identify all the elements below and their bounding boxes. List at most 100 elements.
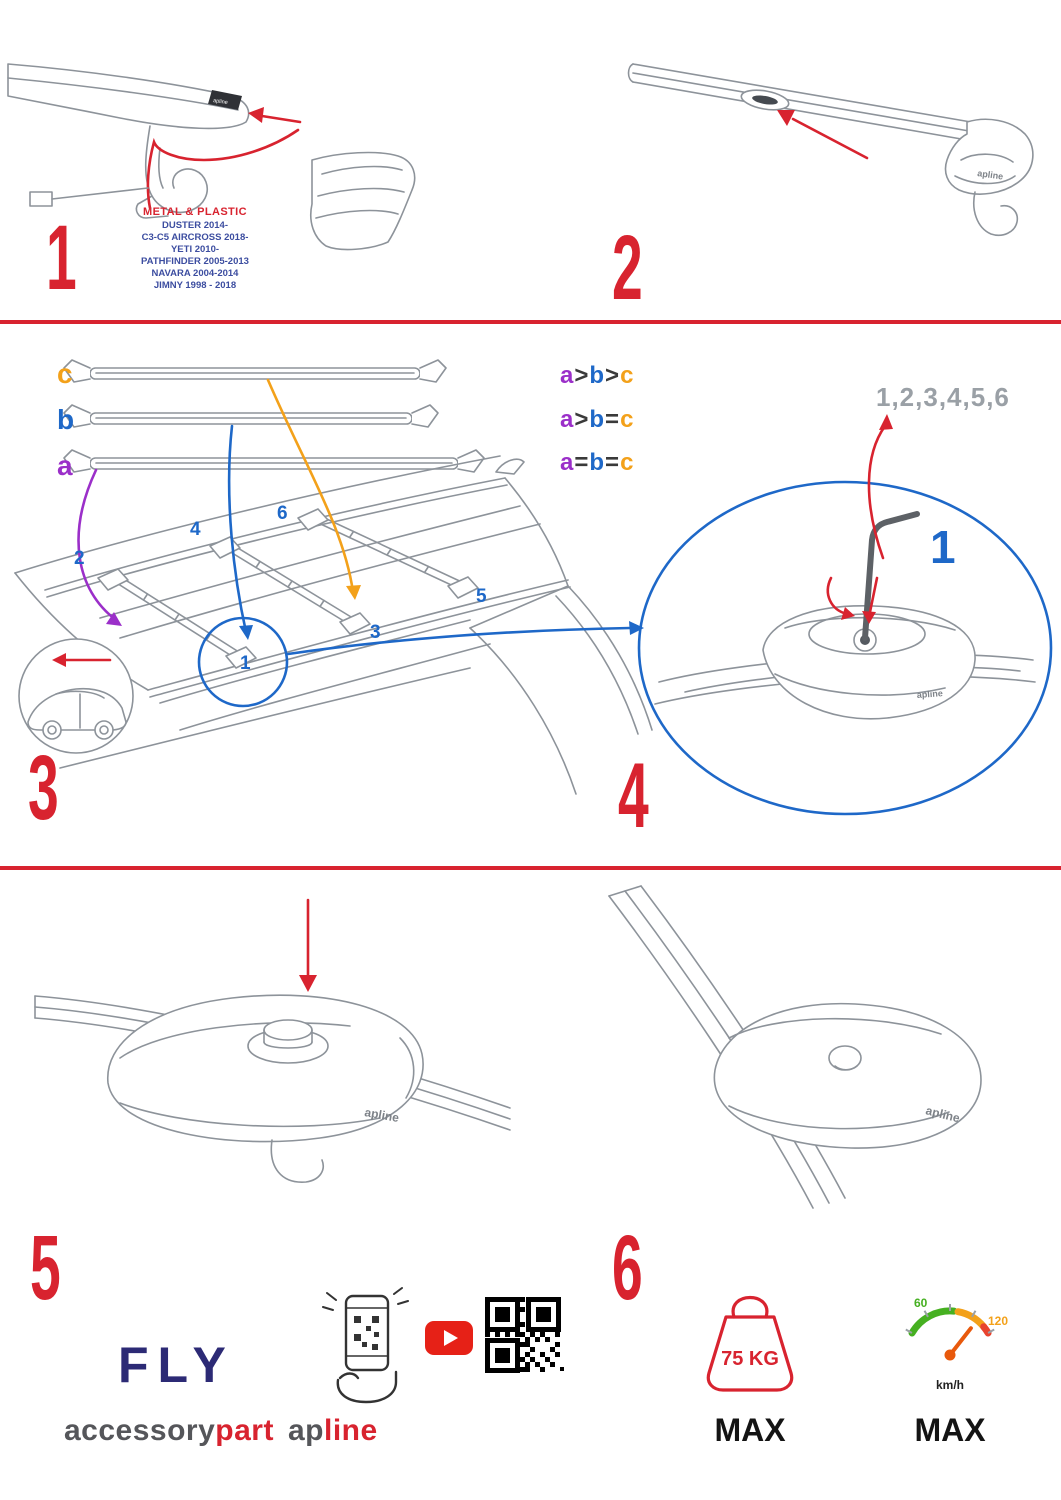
section-divider-top: [0, 320, 1061, 324]
legend-b: b: [589, 362, 606, 389]
bar-a-route-arrow: [77, 468, 122, 626]
foot-drawing: apline: [944, 118, 1034, 237]
step-number-5: 5: [30, 1217, 61, 1319]
legend-a: a: [560, 406, 575, 433]
step3-roof-illustration: [14, 359, 653, 795]
position-3: 3: [370, 622, 381, 643]
step-number-1: 1: [46, 207, 77, 309]
allen-key-drawing: [862, 511, 920, 641]
model-item: C3-C5 AIRCROSS 2018-: [141, 232, 249, 243]
model-item: DUSTER 2014-: [162, 220, 228, 231]
legend-op: =: [605, 449, 621, 476]
brand-ap: ap: [287, 1414, 324, 1447]
weight-max-label: MAX: [714, 1412, 786, 1448]
length-rule-1: a>b>c: [560, 362, 634, 390]
bar-label-a: a: [57, 450, 73, 481]
leader-line: [29, 187, 149, 207]
bar-label-c: c: [57, 358, 73, 389]
brand-accessory: accessory: [64, 1414, 216, 1447]
step6-finished-illustration: apline: [608, 885, 982, 1209]
step-number-3: 3: [28, 737, 59, 839]
brand-part: part: [215, 1414, 274, 1447]
legend-c: c: [620, 449, 635, 476]
foot-closed-drawing: apline: [713, 1002, 982, 1149]
rail-drawing: [608, 885, 846, 1209]
section-divider-bottom: [0, 866, 1061, 870]
foot-logo-step4: apline: [916, 688, 943, 700]
material-heading: METAL & PLASTIC: [143, 206, 247, 218]
position-5: 5: [476, 586, 487, 607]
crossbar-a-drawing: [63, 449, 485, 473]
red-arrow-to-sequence: [867, 414, 893, 560]
legend-a: a: [560, 362, 575, 389]
focus-circle-position1: [197, 616, 289, 708]
tightening-sequence: 1,2,3,4,5,6: [876, 382, 1010, 412]
bar-c-route-arrow: [266, 378, 361, 600]
step4-tightening-illustration: apline: [637, 414, 1053, 816]
max-weight-icon: 75 KG: [706, 1296, 794, 1392]
legend-b: b: [589, 406, 606, 433]
step-number-4: 4: [618, 745, 649, 847]
blue-arrow-to-detail: [286, 621, 644, 656]
legend-c: c: [620, 406, 635, 433]
position-6: 6: [277, 503, 288, 524]
model-item: JIMNY 1998 - 2018: [153, 280, 237, 291]
sequence-first-number: 1: [930, 521, 956, 573]
crossbar-c-drawing: [63, 359, 447, 383]
step5-cap-press-illustration: apline: [34, 898, 511, 1183]
youtube-icon: [425, 1321, 473, 1355]
legend-c: c: [620, 362, 635, 389]
logo-plate: [208, 90, 242, 110]
legend-op: >: [574, 362, 590, 389]
speedometer-icon: 60 120 km/h: [905, 1296, 1008, 1392]
car-roof-drawing: [14, 455, 653, 795]
legend-op: =: [574, 449, 590, 476]
crossbar-drawing: [627, 63, 972, 141]
bar-label-b: b: [57, 404, 75, 435]
speed-max-label: MAX: [914, 1412, 986, 1448]
brand-line: line: [324, 1414, 378, 1447]
max-weight-value: 75 KG: [721, 1348, 779, 1370]
qr-code: [482, 1294, 564, 1376]
position-2: 2: [74, 548, 85, 569]
bar-b-route-arrow: [227, 424, 253, 640]
step-number-2: 2: [612, 217, 643, 319]
foot-logo-step1: apline: [213, 98, 228, 106]
foot-logo-step5: apline: [363, 1105, 400, 1125]
foot-with-cap-drawing: apline: [107, 994, 424, 1183]
position-1: 1: [240, 653, 251, 674]
red-arrow-into-slot: [777, 110, 869, 160]
legend-op: =: [605, 406, 621, 433]
red-rotation-arrow: [826, 576, 879, 624]
red-press-arrow: [299, 898, 317, 992]
car-direction-inset: [18, 638, 134, 754]
step1-clamp-illustration: apline: [7, 63, 416, 251]
crossbar-b-drawing: [63, 404, 439, 428]
step2-bar-end-illustration: apline: [627, 63, 1034, 237]
model-item: PATHFINDER 2005-2013: [141, 256, 249, 267]
phone-scan-icon: [322, 1287, 409, 1404]
length-rule-2: a>b=c: [560, 406, 634, 434]
legend-op: >: [605, 362, 621, 389]
speed-low-label: 60: [914, 1296, 928, 1310]
foot-logo-step2: apline: [977, 168, 1004, 182]
legend-b: b: [589, 449, 606, 476]
length-rule-3: a=b=c: [560, 449, 634, 477]
model-item: YETI 2010-: [170, 244, 220, 255]
step-number-6: 6: [612, 1217, 643, 1319]
detail-zoom-circle: [637, 480, 1053, 816]
red-arrow-to-plate: [146, 107, 302, 210]
vehicle-model-list: DUSTER 2014- C3-C5 AIRCROSS 2018- YETI 2…: [88, 220, 302, 292]
crossbar-profile-drawing: apline: [7, 63, 250, 130]
legend-op: >: [574, 406, 590, 433]
clamp-hook-drawing: [135, 125, 208, 219]
mini-qr: [354, 1316, 379, 1350]
cover-cap-drawing: [310, 151, 416, 251]
step1-text-block: METAL & PLASTIC DUSTER 2014- C3-C5 AIRCR…: [88, 206, 302, 292]
legend-a: a: [560, 449, 575, 476]
model-item: NAVARA 2004-2014: [151, 268, 239, 279]
position-4: 4: [190, 519, 201, 540]
product-name: FLY: [118, 1337, 235, 1393]
